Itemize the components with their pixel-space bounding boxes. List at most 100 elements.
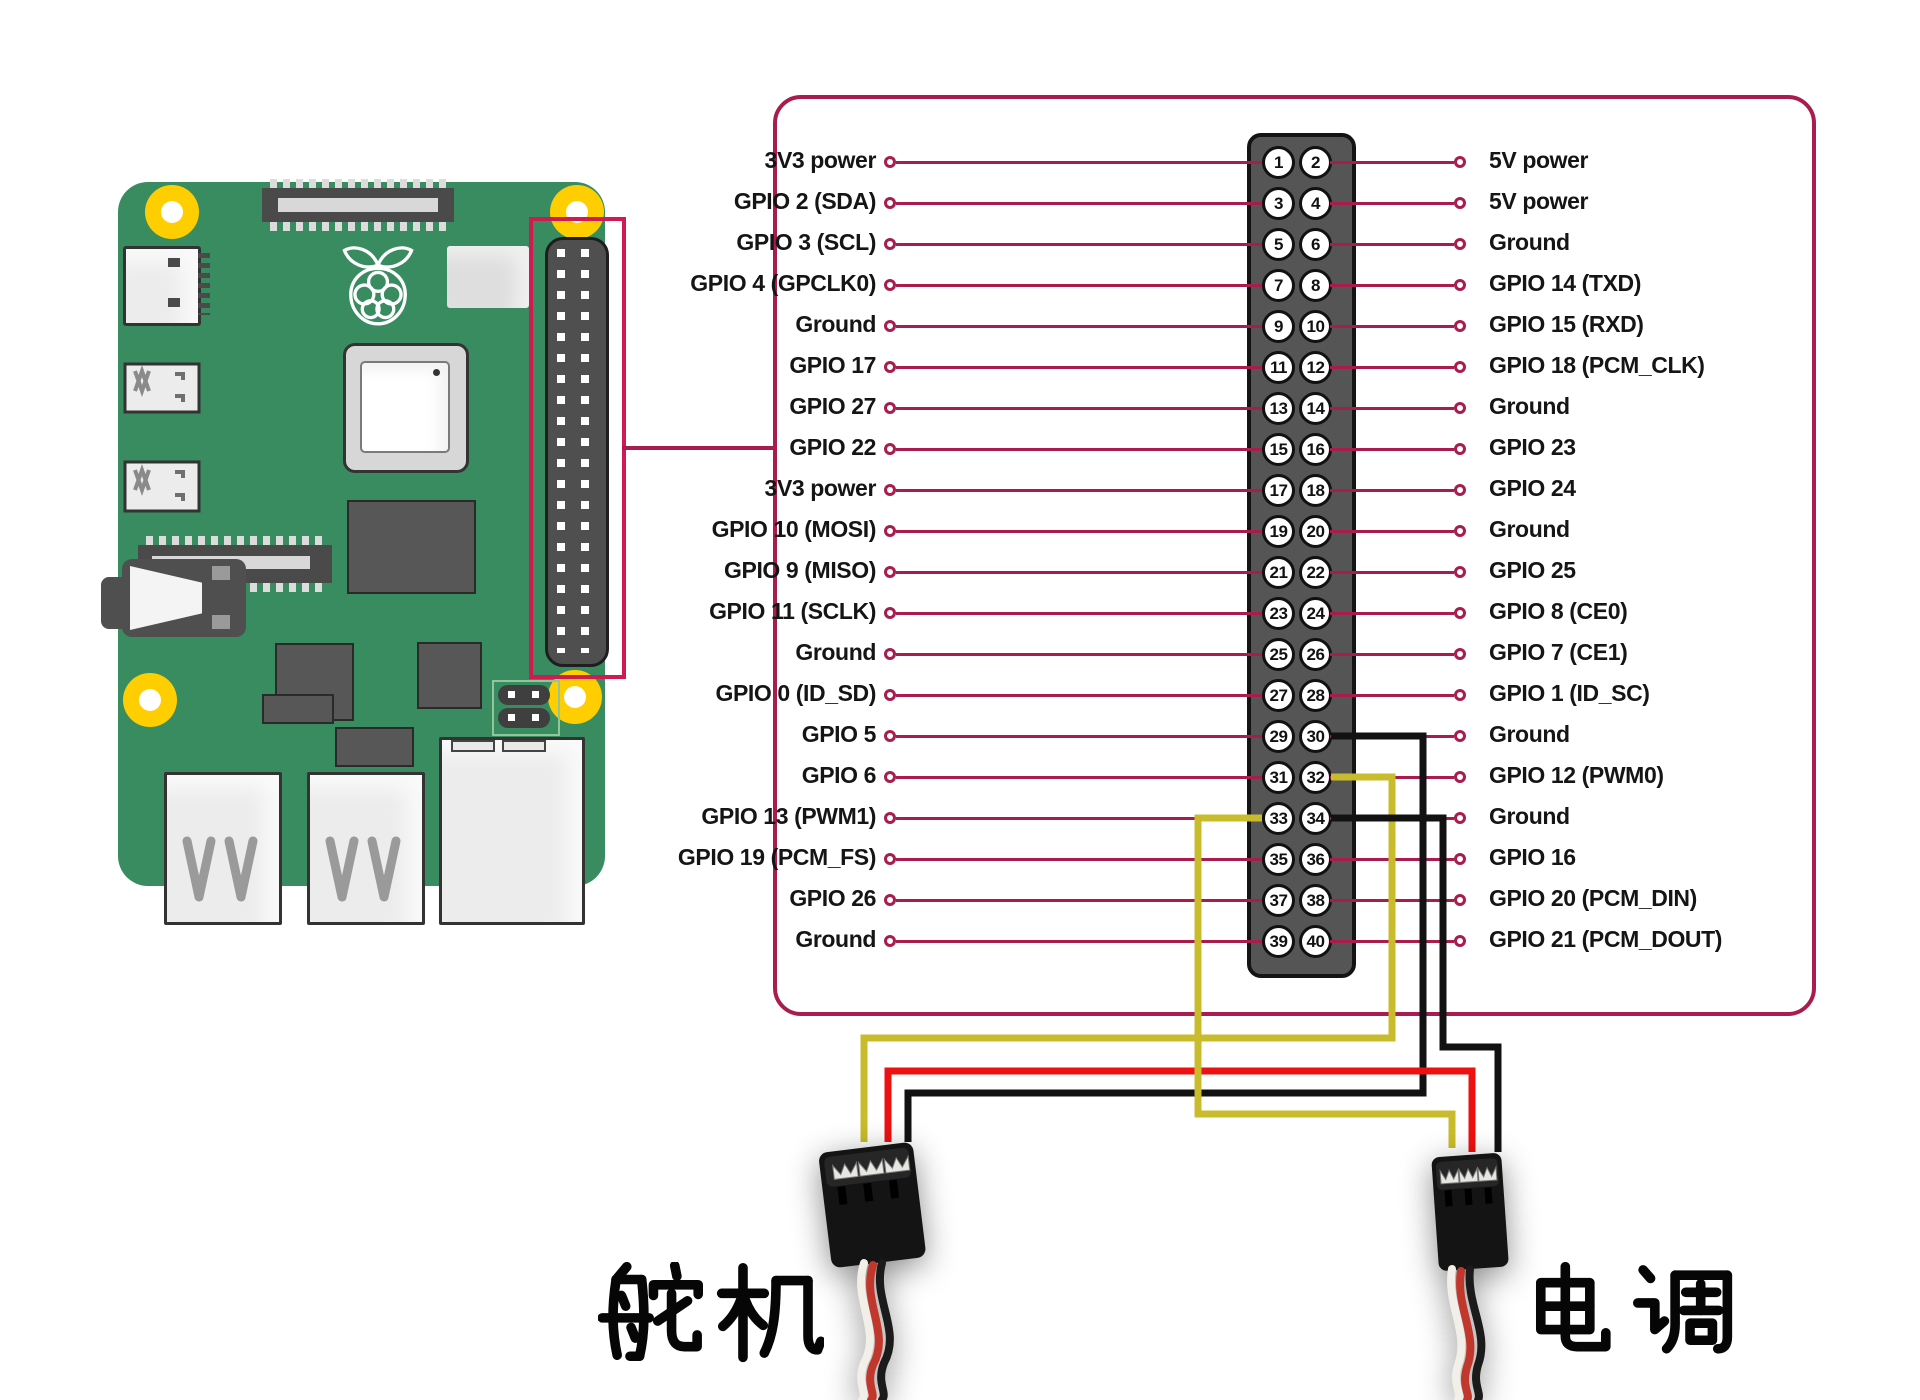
pin-label-left: GPIO 9 (MISO) (724, 557, 876, 583)
pin-label-left: Ground (795, 639, 876, 665)
hdmi-port-teeth (198, 253, 210, 315)
pin-33: 33 (1262, 802, 1295, 835)
pin-line-left (896, 325, 1263, 328)
pin-ring-right (1454, 156, 1466, 168)
ethernet-notch (451, 740, 495, 752)
pin-label-right: GPIO 15 (RXD) (1489, 311, 1644, 337)
pin-6: 6 (1299, 228, 1332, 261)
pin-ring-right (1454, 279, 1466, 291)
pin-line-right (1330, 776, 1454, 779)
raspberry-logo-icon (342, 246, 414, 326)
pin-ring-left (884, 402, 896, 414)
pin-34: 34 (1299, 802, 1332, 835)
pin-ring-left (884, 484, 896, 496)
pin-line-right (1330, 858, 1454, 861)
pin-39: 39 (1262, 925, 1295, 958)
callout-connector-line (622, 446, 773, 450)
usb-port-contacts (325, 836, 401, 902)
pin-2: 2 (1299, 146, 1332, 179)
pin-ring-left (884, 156, 896, 168)
pin-label-right: Ground (1489, 393, 1570, 419)
jumper-header (498, 708, 550, 728)
pin-label-left: 3V3 power (764, 147, 877, 173)
pin-line-left (896, 735, 1263, 738)
mounting-hole (145, 185, 199, 239)
pin-line-right (1330, 284, 1454, 287)
pin-label-right: GPIO 21 (PCM_DOUT) (1489, 926, 1723, 952)
pin-line-left (896, 776, 1263, 779)
soc-pin1-dot (433, 369, 440, 376)
pin-ring-left (884, 894, 896, 906)
pin-ring-left (884, 648, 896, 660)
display-connector-teeth (146, 536, 324, 545)
micro-hdmi-port (123, 362, 201, 414)
usb-port (164, 772, 282, 925)
pin-ring-right (1454, 320, 1466, 332)
pin-line-left (896, 202, 1263, 205)
pin-ring-right (1454, 361, 1466, 373)
pin-ring-right (1454, 812, 1466, 824)
pin-29: 29 (1262, 720, 1295, 753)
pin-19: 19 (1262, 515, 1295, 548)
pin-22: 22 (1299, 556, 1332, 589)
chip (347, 500, 476, 594)
pin-label-left: GPIO 13 (PWM1) (701, 803, 876, 829)
pin-ring-right (1454, 607, 1466, 619)
pin-line-right (1330, 653, 1454, 656)
pin-line-left (896, 612, 1263, 615)
hdmi-port (123, 246, 201, 326)
chip (262, 694, 334, 724)
pin-label-right: GPIO 14 (TXD) (1489, 270, 1641, 296)
pin-16: 16 (1299, 433, 1332, 466)
pin-31: 31 (1262, 761, 1295, 794)
pin-label-right: GPIO 1 (ID_SC) (1489, 680, 1650, 706)
esc-label: 电调 (1535, 1262, 1733, 1354)
pin-label-left: GPIO 10 (MOSI) (711, 516, 877, 542)
gpio-header-pins (557, 249, 565, 653)
pin-label-right: GPIO 25 (1489, 557, 1576, 583)
pin-3: 3 (1262, 187, 1295, 220)
pin-label-right: GPIO 7 (CE1) (1489, 639, 1628, 665)
pin-7: 7 (1262, 269, 1295, 302)
pin-ring-left (884, 935, 896, 947)
pin-label-right: Ground (1489, 229, 1570, 255)
pin-21: 21 (1262, 556, 1295, 589)
audio-jack-contact (212, 615, 230, 629)
pin-line-left (896, 530, 1263, 533)
pin-line-right (1330, 735, 1454, 738)
pin-label-right: GPIO 12 (PWM0) (1489, 762, 1664, 788)
pin-ring-left (884, 443, 896, 455)
pin-line-left (896, 366, 1263, 369)
pin-13: 13 (1262, 392, 1295, 425)
pin-18: 18 (1299, 474, 1332, 507)
pin-label-left: GPIO 0 (ID_SD) (715, 680, 876, 706)
hdmi-port-contact (168, 298, 180, 307)
pin-line-left (896, 284, 1263, 287)
pin-20: 20 (1299, 515, 1332, 548)
pin-ring-right (1454, 771, 1466, 783)
pin-ring-right (1454, 648, 1466, 660)
camera-connector-slot (278, 198, 438, 212)
pin-24: 24 (1299, 597, 1332, 630)
micro-hdmi-port (123, 460, 201, 513)
pin-label-left: GPIO 17 (789, 352, 876, 378)
pin-label-right: 5V power (1489, 147, 1589, 173)
pin-line-right (1330, 530, 1454, 533)
pin-line-right (1330, 571, 1454, 574)
pin-ring-left (884, 566, 896, 578)
pin-ring-right (1454, 689, 1466, 701)
soc-chip-lid (360, 361, 450, 453)
pin-label-right: Ground (1489, 516, 1570, 542)
servo-label: 舵机 (598, 1262, 824, 1363)
pin-ring-right (1454, 525, 1466, 537)
pin-ring-right (1454, 402, 1466, 414)
ram-chip (447, 246, 529, 308)
pin-line-left (896, 817, 1263, 820)
pin-17: 17 (1262, 474, 1295, 507)
camera-connector-teeth (270, 179, 446, 188)
ethernet-port (439, 737, 585, 925)
pin-ring-right (1454, 197, 1466, 209)
pin-line-left (896, 161, 1263, 164)
pin-line-right (1330, 489, 1454, 492)
